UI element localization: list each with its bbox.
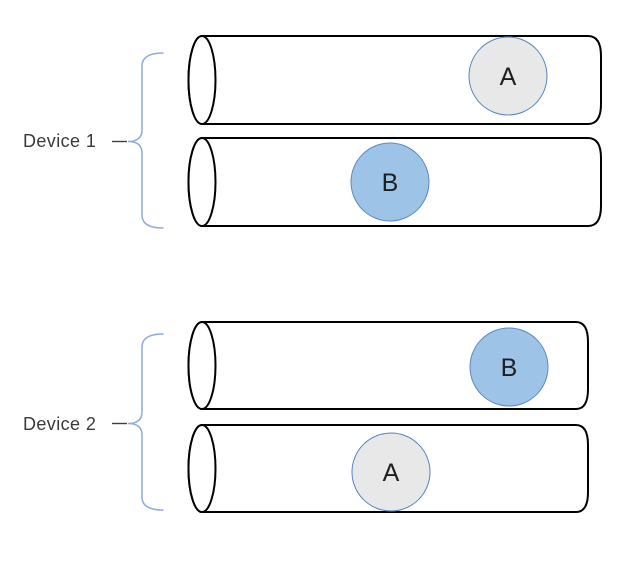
block-b-circle (469, 327, 549, 407)
device-2-group: Device 2 B A (23, 321, 589, 513)
cylinder-left-cap (187, 321, 217, 410)
device-1-block-b: B (350, 142, 430, 222)
device-2-brace (127, 333, 164, 511)
device-1-group: Device 1 A B (23, 35, 602, 229)
device-2-block-b: B (469, 327, 549, 407)
block-a-label: A (500, 63, 517, 91)
block-a-circle (351, 432, 431, 512)
device-1-block-a: A (468, 36, 548, 116)
block-a-label: A (383, 459, 400, 487)
block-b-label: B (501, 354, 518, 382)
block-a-circle (468, 36, 548, 116)
block-b-circle (350, 142, 430, 222)
device-1-label: Device 1 (23, 131, 96, 151)
device-1-brace (127, 52, 164, 229)
device-2-label: Device 2 (23, 414, 96, 434)
cylinder-left-cap (187, 424, 217, 513)
cylinder-left-cap (187, 35, 217, 125)
cylinder-left-cap (187, 137, 217, 227)
device-2-block-a: A (351, 432, 431, 512)
block-b-label: B (382, 169, 399, 197)
